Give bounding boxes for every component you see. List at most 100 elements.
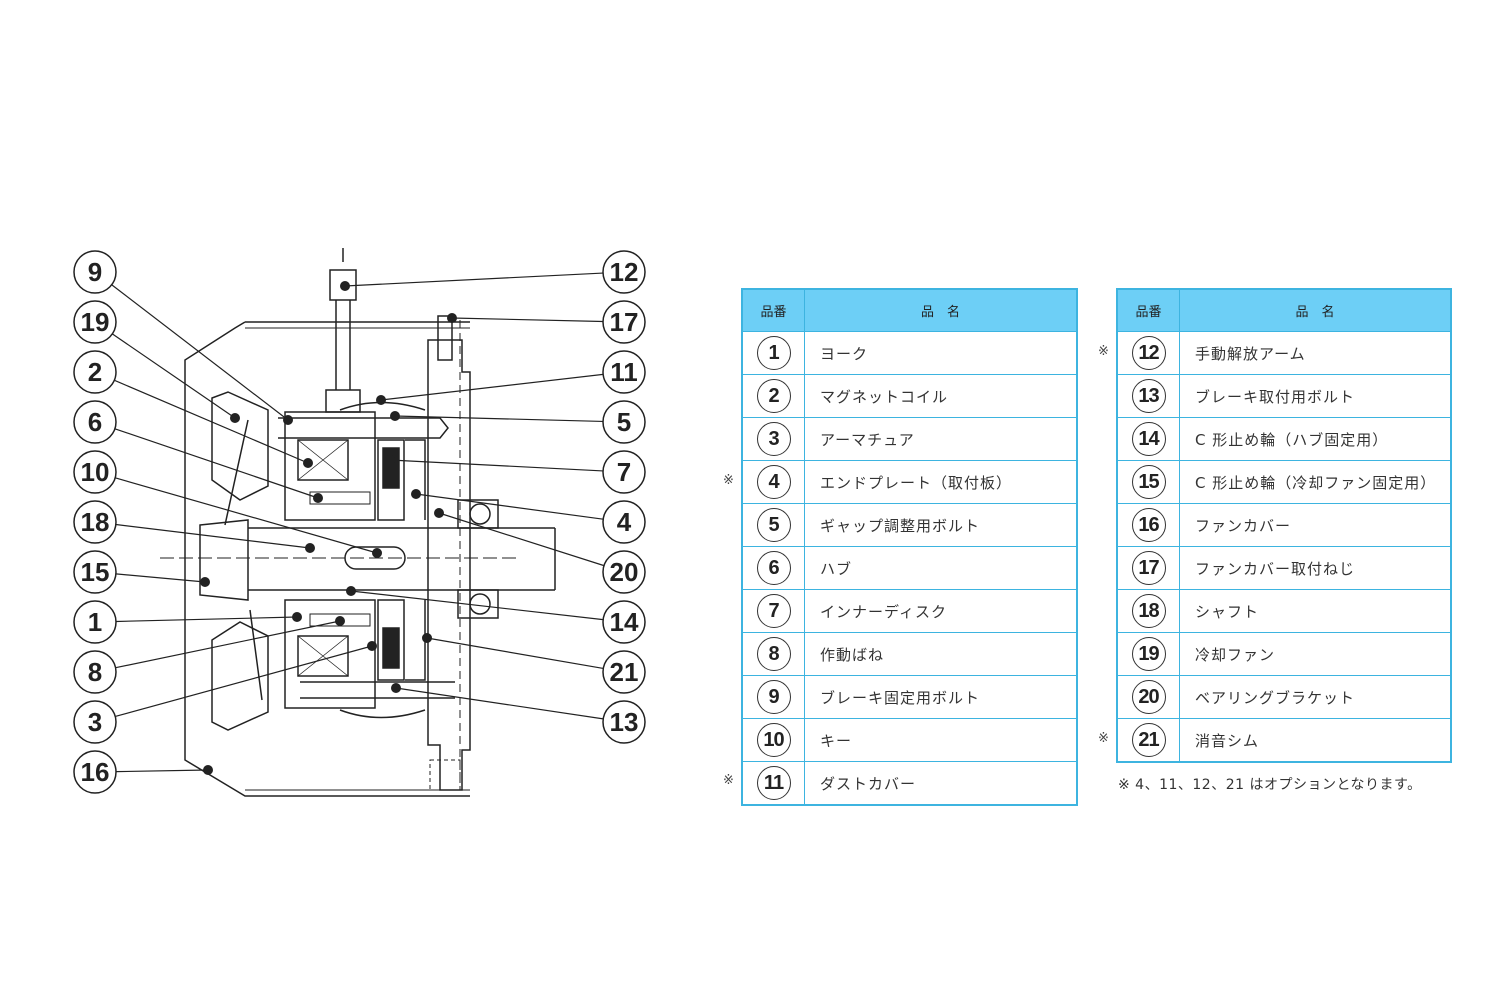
part-number-cell: 10 [741, 718, 805, 762]
callout-6: 6 [73, 400, 323, 503]
callout-20: 20 [434, 508, 646, 594]
table-header-row: 品番 品 名 [1116, 288, 1452, 332]
part-number-cell: 15 [1116, 460, 1180, 504]
part-number: 8 [756, 637, 791, 671]
callout-circle [73, 700, 117, 744]
part-number: 9 [756, 680, 791, 714]
leader-dot [305, 543, 315, 553]
part-number-cell: 1 [741, 331, 805, 375]
callout-number: 4 [617, 507, 632, 537]
part-number-cell: 5 [741, 503, 805, 547]
callout-number: 17 [610, 307, 639, 337]
callout-circle [73, 350, 117, 394]
callout-number: 11 [610, 357, 638, 387]
leader-dot [411, 489, 421, 499]
part-number: 10 [756, 723, 791, 757]
leader-line [115, 573, 206, 583]
leader-line [115, 645, 373, 718]
table-row: 10 キー [741, 718, 1078, 762]
leader-line [380, 373, 604, 401]
callout-circle [73, 300, 117, 344]
callout-circle [73, 500, 117, 544]
leader-dot [391, 683, 401, 693]
leader-dot [303, 458, 313, 468]
part-number-cell: 11 [741, 761, 805, 806]
callout-number: 12 [610, 257, 639, 287]
part-name: 消音シム [1179, 718, 1452, 763]
part-name: キー [804, 718, 1078, 762]
leader-line [115, 523, 311, 549]
part-number: 6 [756, 551, 791, 585]
part-number-cell: 2 [741, 374, 805, 418]
callout-circle [602, 350, 646, 394]
callout-circle [73, 750, 117, 794]
callout-circle [73, 250, 117, 294]
part-name: 手動解放アーム [1179, 331, 1452, 375]
part-number-cell: 19 [1116, 632, 1180, 676]
leader-line [415, 493, 604, 520]
part-name: ベアリングブラケット [1179, 675, 1452, 719]
leader-line [344, 272, 604, 287]
table-header-row: 品番 品 名 [741, 288, 1078, 332]
header-part-number: 品番 [741, 288, 805, 332]
callout-circle [602, 600, 646, 644]
callout-number: 2 [88, 357, 102, 387]
option-note: ※ 4、11、12、21 はオプションとなります。 [1118, 777, 1422, 793]
part-number-cell: 8 [741, 632, 805, 676]
callout-circle [602, 300, 646, 344]
option-mark-right-21: ※ [1098, 731, 1109, 746]
part-name: ブレーキ取付用ボルト [1179, 374, 1452, 418]
callout-number: 18 [81, 507, 110, 537]
leader-dot [200, 577, 210, 587]
part-number: 18 [1131, 594, 1166, 628]
header-part-name: 品 名 [804, 288, 1078, 332]
callout-circle [73, 600, 117, 644]
leader-line [426, 637, 604, 670]
leader-line [394, 415, 604, 423]
part-number: 7 [756, 594, 791, 628]
callout-number: 14 [610, 607, 639, 637]
leader-line [389, 459, 604, 472]
mechanism-drawing [160, 248, 556, 797]
part-name: ダストカバー [804, 761, 1078, 806]
part-number-cell: 4 [741, 460, 805, 504]
callout-15: 15 [73, 550, 210, 594]
callout-circle [73, 400, 117, 444]
part-number-cell: 3 [741, 417, 805, 461]
part-number: 15 [1131, 465, 1166, 499]
part-number-cell: 18 [1116, 589, 1180, 633]
part-number: 16 [1131, 508, 1166, 542]
part-number: 2 [756, 379, 791, 413]
part-number-cell: 21 [1116, 718, 1180, 763]
callout-number: 10 [81, 457, 110, 487]
callout-13: 13 [391, 683, 646, 744]
part-number-cell: 12 [1116, 331, 1180, 375]
callout-number: 9 [88, 257, 102, 287]
callout-4: 4 [411, 489, 646, 544]
part-number-cell: 20 [1116, 675, 1180, 719]
leader-dot [283, 415, 293, 425]
leader-line [451, 317, 604, 323]
callout-circle [602, 450, 646, 494]
callout-12: 12 [340, 250, 646, 294]
leader-dot [447, 313, 457, 323]
part-number: 21 [1131, 723, 1166, 757]
callout-1: 1 [73, 600, 302, 644]
callout-5: 5 [390, 400, 646, 444]
callout-circle [602, 500, 646, 544]
leader-dot [367, 641, 377, 651]
callout-circle [602, 400, 646, 444]
leader-dot [292, 612, 302, 622]
callout-16: 16 [73, 750, 213, 794]
callout-8: 8 [73, 616, 345, 694]
